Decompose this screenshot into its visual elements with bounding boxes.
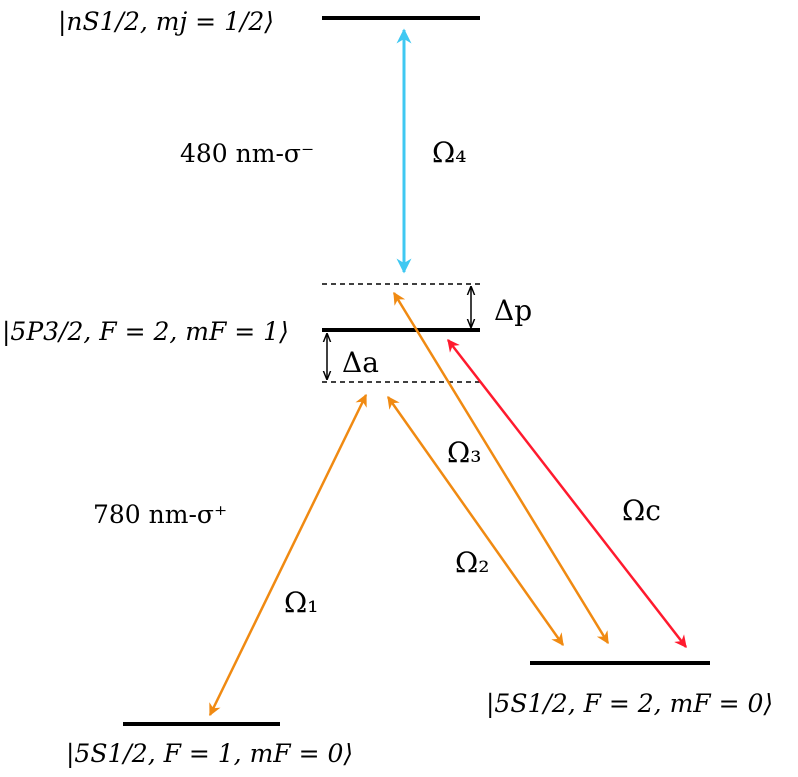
auxiliary-detuning-label: Δa [342,346,379,379]
omega-c-transition-arrow [447,339,687,648]
omega3-label: Ω₃ [447,436,481,469]
excited-state-label: |5P3/2, F = 2, mF = 1⟩ [2,317,289,347]
omega4-label: Ω₄ [432,136,466,169]
omega3-transition-arrow [392,291,610,645]
omega-c-label: Ωc [622,494,661,527]
omega1-transition-arrow [208,393,368,717]
beam-780-label: 780 nm-σ⁺ [93,500,227,529]
omega1-label: Ω₁ [284,586,318,619]
omega2-transition-arrow [386,395,565,647]
rydberg-state-label: |nS1/2, mj = 1/2⟩ [58,7,274,37]
probe-detuning-label: Δp [494,294,532,327]
ground-f1-state-label: |5S1/2, F = 1, mF = 0⟩ [66,739,353,769]
beam-480-label: 480 nm-σ⁻ [180,139,314,168]
ground-f2-state-label: |5S1/2, F = 2, mF = 0⟩ [486,689,773,719]
omega2-label: Ω₂ [455,546,489,579]
